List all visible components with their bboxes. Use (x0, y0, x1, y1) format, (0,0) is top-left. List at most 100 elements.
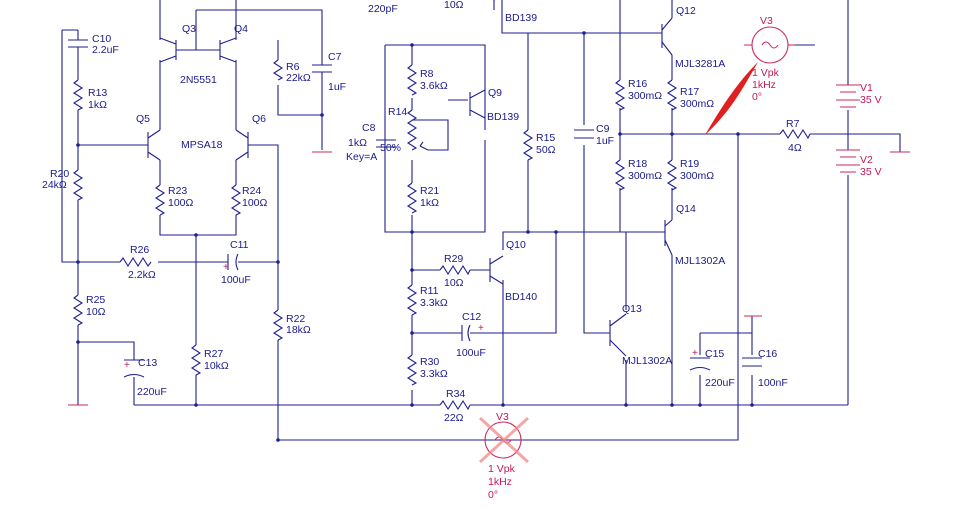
label-r16-val: 300mΩ (628, 90, 662, 102)
label-c8-val: 1kΩ (348, 137, 367, 149)
label-v3-top-phase: 0° (752, 91, 762, 103)
label-c11-val: 100uF (221, 274, 251, 286)
label-c15: C15 (705, 348, 724, 360)
label-r20-val: 24kΩ (42, 179, 67, 191)
label-r25: R25 (86, 294, 105, 306)
label-r19-val: 300mΩ (680, 170, 714, 182)
label-r26: R26 (130, 244, 149, 256)
label-r23: R23 (168, 185, 187, 197)
label-q13: Q13 (622, 303, 642, 315)
label-top-cap: 220pF (368, 3, 398, 15)
label-r23-val: 100Ω (168, 197, 194, 209)
junctions (76, 31, 754, 442)
label-c12-val: 100uF (456, 347, 486, 359)
label-c10-val: 2.2uF (92, 44, 119, 56)
label-r7-val: 4Ω (788, 142, 802, 154)
label-c9-val: 1uF (596, 135, 614, 147)
label-v1: V1 (860, 82, 873, 94)
label-r6-val: 22kΩ (286, 72, 311, 84)
label-q9-val: BD139 (487, 111, 519, 123)
source-labels: V3 1 Vpk 1kHz 0° V3 1 Vpk 1kHz 0° (488, 15, 780, 501)
label-v3-bottom-name: V3 (496, 411, 509, 423)
label-v3-top-amp: 1 Vpk (752, 67, 780, 79)
resistors (72, 59, 811, 411)
label-r14: R14 (388, 106, 407, 118)
label-c7: C7 (328, 51, 342, 63)
label-r34: R34 (446, 388, 465, 400)
label-r16: R16 (628, 78, 647, 90)
label-q4: Q4 (234, 23, 248, 35)
label-c12: C12 (462, 311, 481, 323)
transistors (140, 0, 673, 357)
label-r26-val: 2.2kΩ (128, 269, 156, 281)
label-c16-val: 100nF (758, 377, 788, 389)
label-c9: C9 (596, 123, 610, 135)
power (68, 84, 910, 406)
label-pair2: MPSA18 (181, 139, 223, 151)
label-pair1: 2N5551 (180, 74, 217, 86)
label-r24-val: 100Ω (242, 197, 268, 209)
label-r29: R29 (444, 253, 463, 265)
label-v2-val: 35 V (860, 166, 882, 178)
label-c13-val: 220uF (137, 386, 167, 398)
label-r29-val: 10Ω (444, 277, 464, 289)
label-r15: R15 (536, 132, 555, 144)
label-top-res: 10Ω (444, 0, 464, 11)
label-c8: C8 (362, 122, 376, 134)
sources (478, 26, 795, 464)
label-q10: Q10 (506, 239, 526, 251)
label-r7: R7 (786, 118, 800, 130)
label-r22-val: 18kΩ (286, 324, 311, 336)
label-r34-val: 22Ω (444, 412, 464, 424)
label-v3-top-name: V3 (760, 15, 773, 27)
svg-text:+: + (223, 262, 229, 273)
label-q5: Q5 (136, 113, 150, 125)
label-bd139-top: BD139 (505, 12, 537, 24)
label-q6: Q6 (252, 113, 266, 125)
label-pot-key: Key=A (346, 151, 377, 163)
label-r17: R17 (680, 86, 699, 98)
label-v3-bottom-amp: 1 Vpk (488, 463, 516, 475)
label-pot-pct: 50% (380, 142, 401, 154)
label-r22: R22 (286, 313, 305, 325)
label-r11: R11 (420, 285, 439, 297)
label-q14-val: MJL1302A (675, 255, 725, 267)
label-v2: V2 (860, 154, 873, 166)
label-q10-val: BD140 (505, 291, 537, 303)
label-r17-val: 300mΩ (680, 98, 714, 110)
capacitors: + + + + (68, 39, 762, 385)
label-r11-val: 3.3kΩ (420, 297, 448, 309)
label-r13: R13 (88, 87, 107, 99)
label-r21: R21 (420, 185, 439, 197)
label-r21-val: 1kΩ (420, 197, 439, 209)
svg-text:+: + (478, 323, 484, 334)
label-v3-top-freq: 1kHz (752, 79, 776, 91)
disabled-cross-icon (478, 416, 530, 464)
label-v3-bottom-freq: 1kHz (488, 476, 512, 488)
label-q14: Q14 (676, 203, 696, 215)
label-q13-val: MJL1302A (622, 355, 672, 367)
label-c7-val: 1uF (328, 81, 346, 93)
label-r25-val: 10Ω (86, 306, 106, 318)
wires (61, 0, 901, 441)
label-q12-val: MJL3281A (675, 58, 725, 70)
label-q9: Q9 (488, 87, 502, 99)
label-r18-val: 300mΩ (628, 170, 662, 182)
label-c10: C10 (92, 33, 111, 45)
probe-icon (705, 62, 758, 135)
label-c11: C11 (230, 239, 249, 251)
label-r20: R20 (50, 168, 69, 180)
label-r30-val: 3.3kΩ (420, 368, 448, 380)
label-c13: C13 (138, 357, 157, 369)
label-r19: R19 (680, 158, 699, 170)
label-q12: Q12 (676, 5, 696, 17)
component-labels: C10 2.2uF R13 1kΩ Q3 Q4 2N5551 Q5 Q6 MPS… (42, 0, 882, 424)
svg-text:+: + (692, 348, 698, 359)
label-r15-val: 50Ω (536, 144, 556, 156)
label-r24: R24 (242, 185, 261, 197)
label-r27: R27 (204, 348, 223, 360)
label-c16: C16 (758, 348, 777, 360)
label-r8: R8 (420, 68, 434, 80)
label-c15-val: 220uF (705, 377, 735, 389)
